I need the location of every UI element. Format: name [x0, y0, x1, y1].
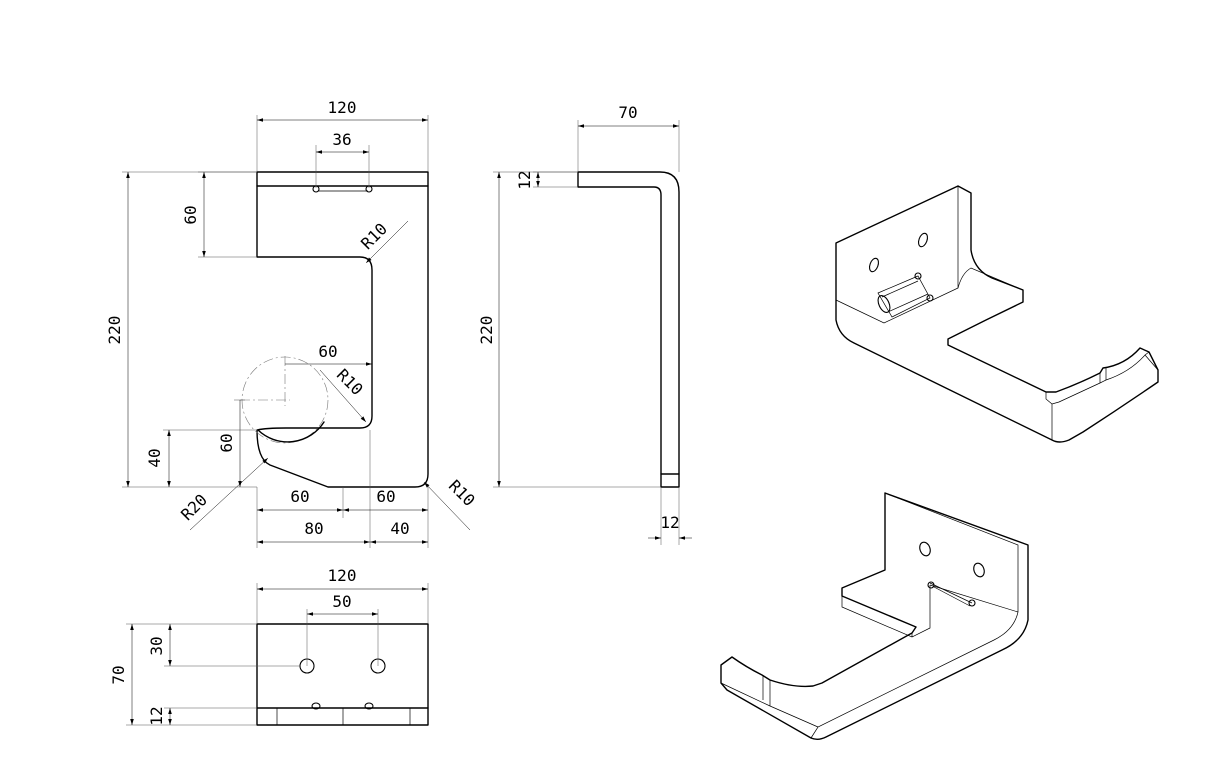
iso-upper-slot-end: [877, 295, 891, 313]
dim-side-thickness-bottom: 12: [660, 513, 679, 532]
iso-lower-hole-left: [919, 541, 931, 557]
iso-lower-slot: [929, 582, 973, 607]
dim-bottom-left-60: 60: [290, 487, 309, 506]
dim-side-depth: 70: [618, 103, 637, 122]
dim-top-depth: 70: [109, 665, 128, 684]
leader-line: [189, 457, 269, 531]
dim-top-to-slot: 60: [181, 205, 200, 224]
dim-radius-corner-left: R20: [177, 490, 211, 524]
leader-line: [319, 369, 367, 423]
top-view: 120 50 30 70 12: [109, 566, 429, 726]
dim-top-width: 120: [328, 566, 357, 585]
dim-radius-slot-bottom: R10: [333, 365, 367, 399]
leader-line: [423, 481, 471, 531]
dim-top-thickness: 12: [147, 706, 166, 725]
front-view: 120 36 60 220 R10 60 R10 60 40: [105, 98, 479, 548]
iso-upper-slot-dot: [914, 272, 922, 280]
dim-front-height: 220: [105, 316, 124, 345]
iso-upper-outline: [835, 185, 1159, 443]
front-view-outline: [256, 171, 429, 488]
side-view-outline: [577, 171, 680, 488]
dim-front-width: 120: [328, 98, 357, 117]
iso-lower-slot-dot: [968, 599, 976, 607]
iso-lower-inner-edge: [810, 492, 1019, 739]
dim-foot-height: 40: [145, 448, 164, 467]
iso-lower-inner-edge: [720, 675, 819, 728]
iso-lower-hole-right: [973, 562, 985, 578]
iso-lower-inner-edge: [929, 584, 1019, 613]
dim-radius-corner-right: R10: [445, 476, 479, 510]
iso-lower-slot-dot: [927, 581, 935, 589]
dim-hole-offset: 30: [147, 636, 166, 655]
iso-upper-hole-right: [917, 232, 929, 248]
iso-upper-inner-edge: [835, 186, 959, 324]
dim-slot-width: 36: [332, 130, 351, 149]
dim-side-height: 220: [477, 316, 496, 345]
iso-upper-slot-dot: [926, 294, 934, 302]
iso-lower-outline: [720, 492, 1029, 740]
dim-circle-dia: 60: [217, 433, 236, 452]
iso-upper-slot: [877, 275, 931, 318]
dim-center-offset: 60: [318, 342, 337, 361]
iso-upper-hole-left: [868, 257, 880, 273]
top-view-outline: [256, 623, 429, 726]
dim-width-80: 80: [304, 519, 323, 538]
dim-bottom-right-60: 60: [376, 487, 395, 506]
dim-side-thickness-top: 12: [515, 170, 534, 189]
iso-view-upper: [835, 185, 1159, 443]
dim-width-40: 40: [390, 519, 409, 538]
iso-upper-inner-edge: [947, 344, 1150, 405]
top-view-slot-end-right: [364, 702, 374, 710]
side-view: 70 12 220 12: [477, 103, 692, 545]
dim-hole-spacing: 50: [332, 592, 351, 611]
iso-lower-inner-edge: [841, 585, 931, 638]
front-view-circle-arc: [257, 421, 325, 443]
dim-radius-slot-top: R10: [357, 219, 391, 253]
leader-line: [365, 220, 409, 264]
iso-upper-inner-edge: [1051, 354, 1159, 440]
iso-view-lower: [720, 492, 1029, 740]
top-view-slot-end-left: [311, 702, 321, 710]
iso-upper-inner-edge: [957, 267, 1024, 291]
